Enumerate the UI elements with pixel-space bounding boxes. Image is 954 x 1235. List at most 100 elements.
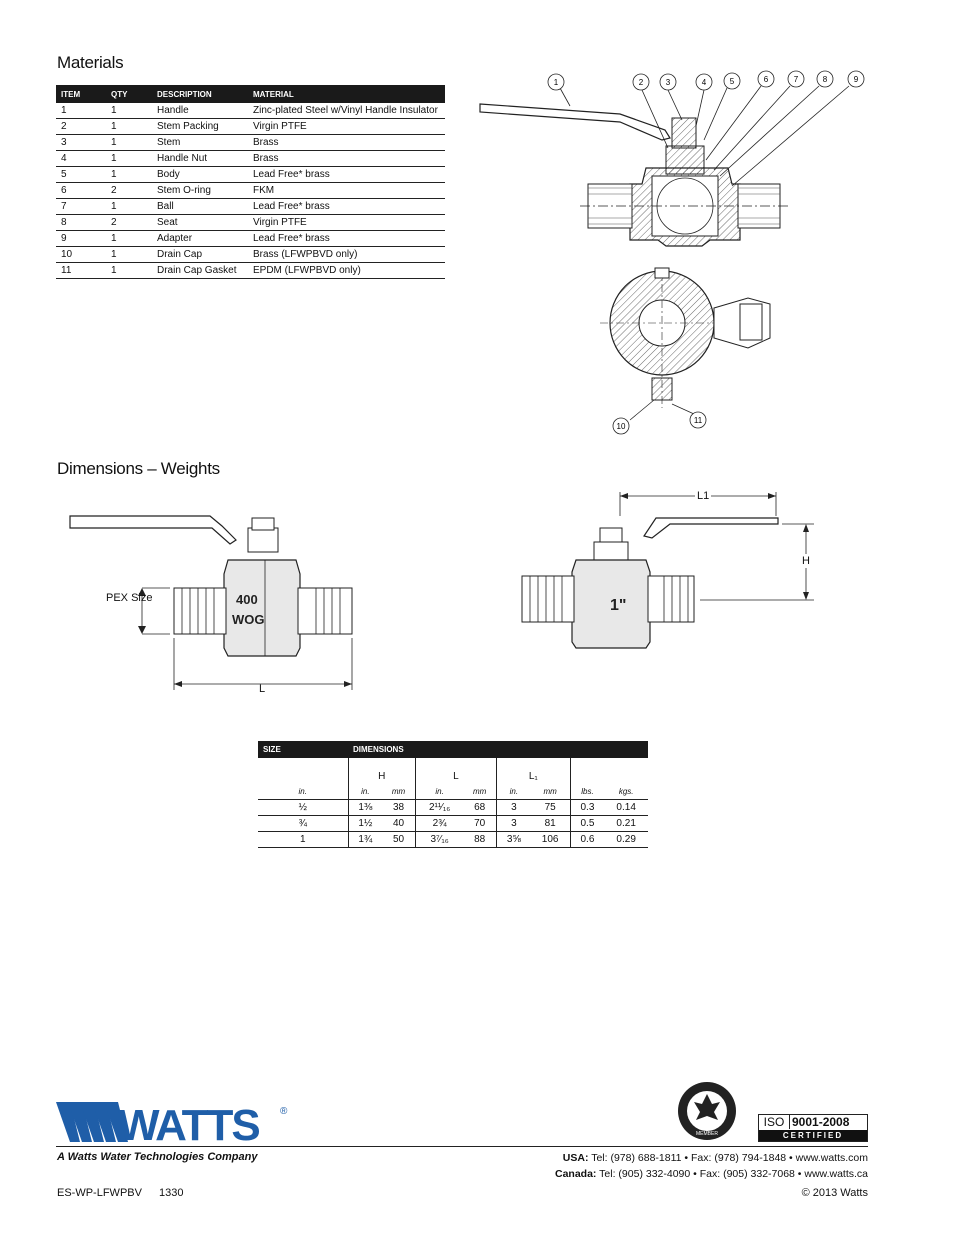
unit-cell: lbs. [569, 784, 605, 800]
usgbc-member-text: MEMBER [696, 1131, 718, 1137]
footer-divider [56, 1146, 868, 1147]
header-qty: QTY [106, 85, 152, 103]
item-cell: 6 [56, 182, 106, 199]
dimension-cell: 0.14 [604, 799, 648, 816]
callout-number: 6 [764, 75, 769, 84]
description-cell: Handle Nut [152, 150, 248, 167]
dimension-cell: 1⅜ [347, 799, 383, 816]
dimension-cell: 0.29 [604, 831, 648, 848]
qty-cell: 2 [106, 182, 152, 199]
callout-number: 11 [694, 416, 703, 425]
callout-number: 4 [702, 78, 707, 87]
dimension-cell: 0.21 [604, 815, 648, 832]
qty-cell: 1 [106, 230, 152, 247]
qty-cell: 1 [106, 198, 152, 215]
unit-cell: mm [382, 784, 416, 800]
dimension-cell: 68 [463, 799, 497, 816]
usa-label: USA: [562, 1152, 589, 1164]
dimensions-title: Dimensions – Weights [57, 459, 220, 478]
dimension-cell: 0.5 [569, 815, 605, 832]
doc-code: ES-WP-LFWPBV [57, 1187, 142, 1199]
callout-2: 2 [632, 73, 650, 91]
valve-body-side-shape [223, 559, 301, 657]
dimension-cell: 3 [495, 815, 531, 832]
dimension-cell: 81 [530, 815, 571, 832]
material-cell: Brass [248, 134, 445, 151]
header-material: MATERIAL [248, 85, 445, 103]
header-description: DESCRIPTION [152, 85, 248, 103]
description-cell: Adapter [152, 230, 248, 247]
description-cell: Drain Cap Gasket [152, 262, 248, 279]
unit-cell: in. [414, 784, 464, 800]
right-pex-end-shape [737, 183, 781, 229]
dimension-cell: ½ [258, 799, 348, 816]
usgbc-member-seal: MEMBER [678, 1082, 736, 1140]
watts-wordmark: WATTS [118, 1101, 259, 1146]
callout-6: 6 [757, 70, 775, 88]
callout-number: 1 [554, 78, 559, 87]
callout-1: 1 [547, 73, 565, 91]
item-cell: 9 [56, 230, 106, 247]
callout-number: 10 [617, 422, 626, 431]
l-label: L [259, 683, 266, 695]
qty-cell: 1 [106, 166, 152, 183]
stamp-400: 400 [236, 592, 258, 607]
dimension-cell: 70 [463, 815, 497, 832]
dimension-cell: 106 [530, 831, 571, 848]
callout-number: 7 [794, 75, 799, 84]
material-cell: Virgin PTFE [248, 214, 445, 231]
dimension-cell: 50 [382, 831, 416, 848]
canada-label: Canada: [555, 1168, 597, 1180]
handle-side-2-shape [643, 517, 779, 539]
stamp-wog: WOG [232, 612, 265, 627]
dimension-cell: 75 [530, 799, 571, 816]
valve-side-view-drawing: 400 WOG [69, 515, 353, 690]
header-item: ITEM [56, 85, 106, 103]
callout-number: 8 [823, 75, 828, 84]
callout-10: 10 [612, 417, 630, 435]
dimension-cell: 3 [495, 799, 531, 816]
tagline: A Watts Water Technologies Company [57, 1151, 258, 1163]
valve-side-view-2-drawing: 1" [521, 492, 814, 649]
material-cell: Lead Free* brass [248, 198, 445, 215]
registered-mark: ® [280, 1106, 288, 1117]
material-cell: Lead Free* brass [248, 166, 445, 183]
col-h: H [347, 758, 416, 784]
qty-cell: 1 [106, 118, 152, 135]
drain-cap-shape [651, 377, 673, 401]
unit-cell: mm [463, 784, 497, 800]
description-cell: Stem [152, 134, 248, 151]
material-cell: Virgin PTFE [248, 118, 445, 135]
material-cell: Brass (LFWPBVD only) [248, 246, 445, 263]
callout-number: 9 [854, 75, 859, 84]
item-cell: 5 [56, 166, 106, 183]
stem-nut-shape [671, 117, 697, 149]
doc-code-block: ES-WP-LFWPBV 1330 [57, 1187, 184, 1199]
callout-7: 7 [787, 70, 805, 88]
copyright: © 2013 Watts [801, 1187, 868, 1199]
item-cell: 3 [56, 134, 106, 151]
iso-badge: ISO 9001-2008 CERTIFIED [758, 1114, 868, 1142]
qty-cell: 1 [106, 262, 152, 279]
pex-size-label: PEX Size [106, 592, 153, 604]
material-cell: FKM [248, 182, 445, 199]
callout-9: 9 [847, 70, 865, 88]
contact-block: USA: Tel: (978) 688-1811 • Fax: (978) 79… [555, 1150, 868, 1182]
callout-8: 8 [816, 70, 834, 88]
qty-cell: 1 [106, 134, 152, 151]
material-cell: EPDM (LFWPBVD only) [248, 262, 445, 279]
unit-cell: kgs. [604, 784, 648, 800]
header-dimensions: DIMENSIONS [348, 741, 648, 758]
col-l: L [414, 758, 497, 784]
dimension-cell: 2¹¹⁄₁₆ [414, 799, 464, 816]
